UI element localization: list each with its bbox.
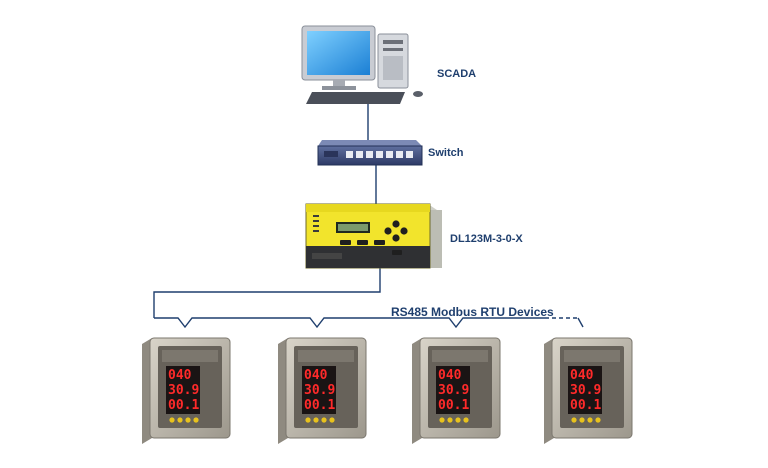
line-gateway-bus <box>153 264 381 318</box>
rs485-bus-line <box>154 317 545 329</box>
meter-reading-2: 30.9 <box>168 383 199 398</box>
bus-drop-4 <box>577 317 584 328</box>
gateway-device-icon <box>305 203 442 269</box>
meter-button <box>463 417 469 423</box>
meter-reading-3: 00.1 <box>304 398 335 413</box>
scada-label: SCADA <box>437 68 477 80</box>
meter-reading-2: 30.9 <box>438 383 469 398</box>
meter-button <box>305 417 311 423</box>
meter-reading-1: 040 <box>438 368 462 383</box>
meter-button <box>177 417 183 423</box>
rs485-bus-label: RS485 Modbus RTU Devices <box>391 305 554 319</box>
meter-button <box>185 417 191 423</box>
meter-reading-3: 00.1 <box>438 398 469 413</box>
meter-button <box>571 417 577 423</box>
meter-button <box>587 417 593 423</box>
connection-lines <box>153 96 584 329</box>
meter-button <box>193 417 199 423</box>
network-switch-icon <box>317 140 423 166</box>
meter-button <box>439 417 445 423</box>
meter-button <box>455 417 461 423</box>
meter-reading-3: 00.1 <box>168 398 199 413</box>
meter-button <box>447 417 453 423</box>
meter-button <box>321 417 327 423</box>
meter-reading-2: 30.9 <box>570 383 601 398</box>
meter-button <box>313 417 319 423</box>
meter-button <box>169 417 175 423</box>
meter-reading-1: 040 <box>168 368 192 383</box>
meter-reading-2: 30.9 <box>304 383 335 398</box>
scada-computer-icon <box>301 25 423 104</box>
meter-button <box>579 417 585 423</box>
meters-group: 04030.900.104030.900.104030.900.104030.9… <box>142 337 633 444</box>
meter-button <box>595 417 601 423</box>
meter-reading-1: 040 <box>570 368 594 383</box>
switch-label: Switch <box>428 147 464 159</box>
gateway-label: DL123M-3-0-X <box>450 233 523 245</box>
meter-reading-3: 00.1 <box>570 398 601 413</box>
meter-button <box>329 417 335 423</box>
meter-reading-1: 040 <box>304 368 328 383</box>
